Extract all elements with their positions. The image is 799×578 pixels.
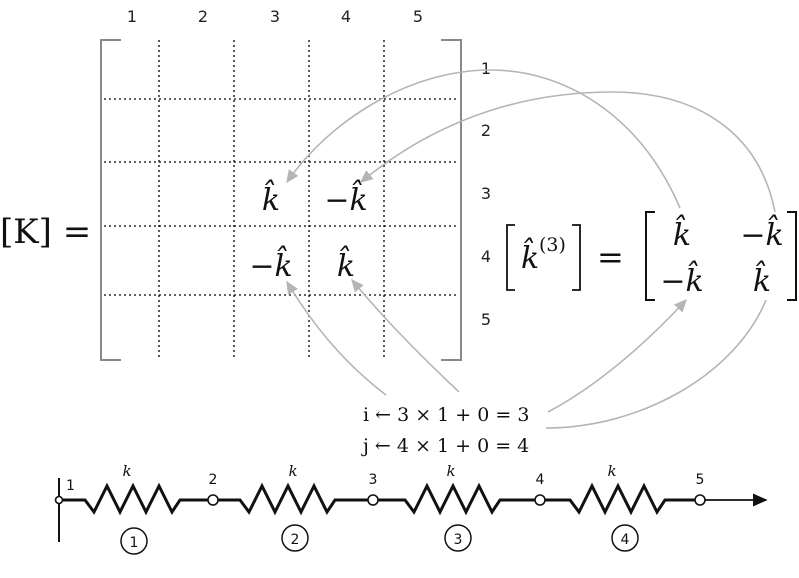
index-j-line: j ← 4 × 1 + 0 = 4 [361, 435, 529, 457]
stiffness-label-2: k [288, 462, 297, 480]
element-entry-1-2: −k̂ [740, 214, 783, 253]
element-label-2: 2 [281, 524, 309, 552]
element-entry-2-2: k̂ [753, 260, 771, 299]
element-matrix-equals: = [597, 238, 624, 276]
spring-element-1 [59, 482, 213, 516]
global-matrix-brackets [100, 39, 462, 361]
element-entry-1-1: k̂ [673, 214, 691, 253]
node-label-2: 2 [209, 472, 218, 488]
mapping-arrows [286, 69, 776, 429]
row-labels: 1 2 3 4 5 [481, 59, 491, 329]
row-label-3: 3 [481, 184, 491, 203]
row-label-1: 1 [481, 59, 491, 78]
column-labels: 1 2 3 4 5 [127, 7, 423, 26]
element-matrix: k̂ (3) = k̂ −k̂ −k̂ k̂ [506, 211, 797, 301]
element-label-1-text: 1 [130, 535, 139, 551]
column-label-3: 3 [270, 7, 280, 26]
column-label-4: 4 [341, 7, 351, 26]
global-matrix-entries: k̂ −k̂ −k̂ k̂ [249, 179, 367, 284]
column-label-5: 5 [413, 7, 423, 26]
index-i-line: i ← 3 × 1 + 0 = 3 [363, 404, 529, 426]
arrow-entry-2-1-to-4-3 [547, 298, 687, 413]
element-entry-2-1: −k̂ [660, 260, 703, 299]
node-2 [207, 494, 219, 506]
global-entry-4-4: k̂ [337, 245, 355, 284]
arrow-j-line-to-4-4 [351, 278, 460, 393]
global-entry-4-3: −k̂ [249, 245, 292, 284]
node-label-4: 4 [536, 472, 545, 488]
global-entry-3-4: −k̂ [324, 179, 367, 218]
node-5 [694, 494, 706, 506]
column-label-2: 2 [198, 7, 208, 26]
spring-element-2 [213, 482, 373, 516]
spring-element-3 [373, 482, 540, 516]
node-4 [534, 494, 546, 506]
global-entry-3-3: k̂ [262, 179, 280, 218]
element-label-3: 3 [444, 524, 472, 552]
arrow-entry-1-1-to-3-3 [286, 69, 681, 209]
global-matrix-label: [K] = [0, 212, 91, 252]
node-3 [367, 494, 379, 506]
element-label-4-text: 4 [621, 532, 630, 548]
arrow-entry-1-2-to-3-4 [359, 91, 776, 213]
element-label-4: 4 [611, 524, 639, 552]
index-mapping: i ← 3 × 1 + 0 = 3 j ← 4 × 1 + 0 = 4 [361, 404, 529, 457]
spring-element-4 [540, 482, 700, 516]
element-label-1: 1 [120, 527, 148, 555]
element-label-3-text: 3 [454, 532, 463, 548]
row-label-2: 2 [481, 121, 491, 140]
column-label-1: 1 [127, 7, 137, 26]
node-label-1: 1 [66, 478, 75, 494]
row-label-5: 5 [481, 310, 491, 329]
stiffness-label-4: k [607, 462, 616, 480]
stiffness-label-3: k [446, 462, 455, 480]
element-matrix-k: k̂ [521, 237, 539, 276]
stiffness-label-1: k [122, 462, 131, 480]
row-label-4: 4 [481, 247, 491, 266]
spring-system: 1 2 3 4 5 k k k k 1 2 3 4 [54, 462, 768, 555]
node-label-5: 5 [696, 472, 705, 488]
node-1 [54, 495, 64, 505]
matrix-grid [104, 40, 458, 360]
arrow-entry-2-2-to-index [545, 299, 767, 429]
element-label-2-text: 2 [291, 532, 300, 548]
element-matrix-superscript: (3) [539, 234, 566, 256]
arrow-i-line-to-4-3 [286, 280, 387, 396]
node-label-3: 3 [369, 472, 378, 488]
